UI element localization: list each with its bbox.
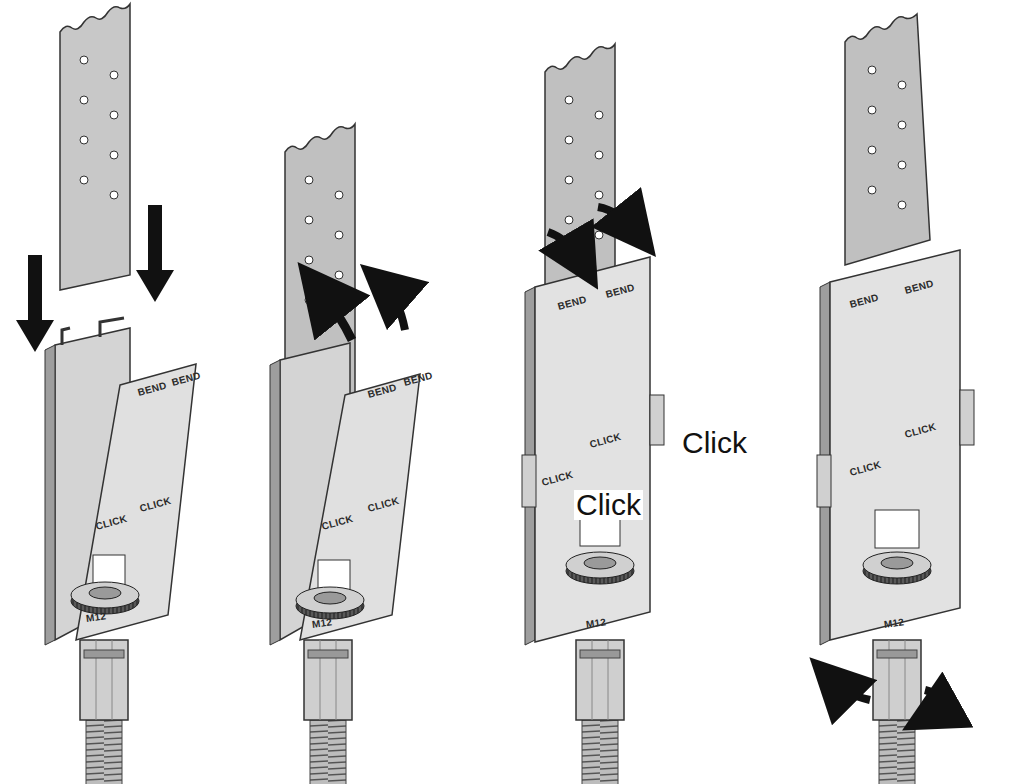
embossed-label: M12 bbox=[585, 617, 607, 630]
callout-text: Click bbox=[574, 490, 643, 520]
panel-4 bbox=[817, 14, 974, 784]
embossed-label: M12 bbox=[883, 617, 905, 630]
panel-1 bbox=[16, 4, 196, 784]
callout-text: Click bbox=[680, 428, 749, 458]
panel-3 bbox=[522, 44, 664, 784]
panel-2 bbox=[270, 124, 420, 784]
